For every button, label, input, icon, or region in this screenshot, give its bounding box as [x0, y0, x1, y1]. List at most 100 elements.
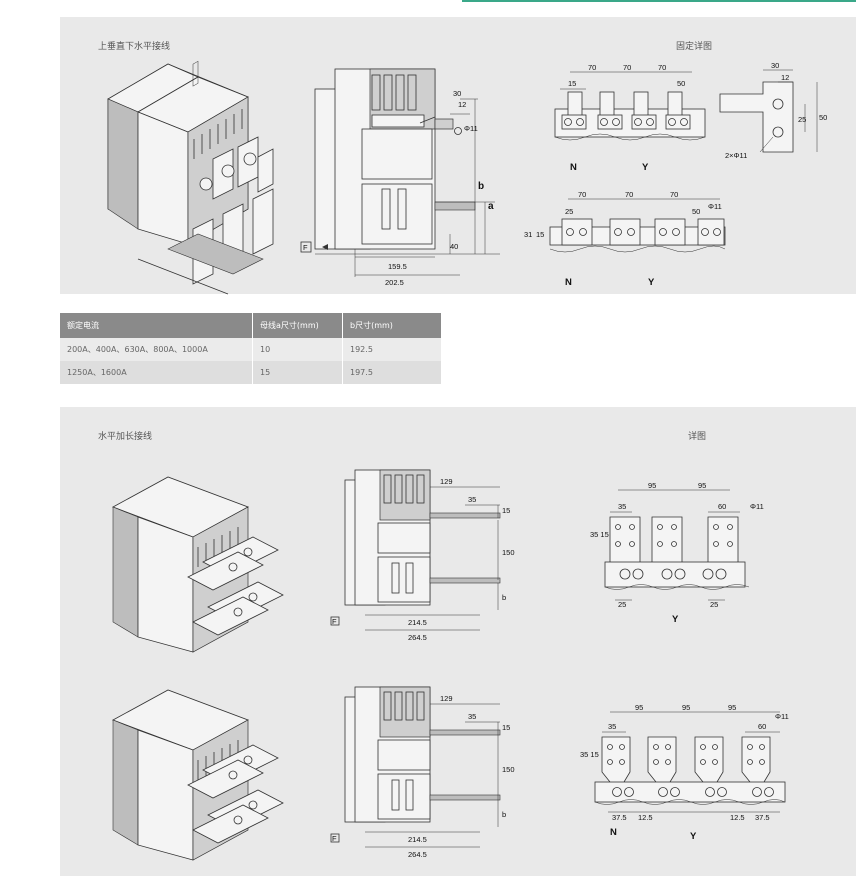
- dim-15: 15: [536, 230, 544, 239]
- breaker-side-view-2: 129 35 15 150 b 214.5 264.5 F: [330, 469, 515, 642]
- dim-95-b: 95: [682, 703, 690, 712]
- dim-30: 30: [453, 89, 461, 98]
- breaker-isometric-view-2: [112, 476, 284, 653]
- table-row: 200A、400A、630A、800A、1000A 10 192.5: [60, 338, 441, 361]
- dim-hole: 2×Φ11: [725, 151, 747, 160]
- front-mark: F: [332, 834, 337, 843]
- panel-vertical-horizontal-wiring: 上垂直下水平接线 固定详图: [60, 17, 856, 295]
- table-header-row: 额定电流 母线a尺寸(mm) b尺寸(mm): [60, 313, 441, 338]
- fixed-detail-top: 15 70 70 70 50 N Y: [554, 63, 706, 173]
- dim-35: 35: [618, 502, 626, 511]
- header-accent-line: [462, 0, 856, 2]
- dim-31: 31: [524, 230, 532, 239]
- table-cell: 200A、400A、630A、800A、1000A: [60, 338, 253, 361]
- dim-95-a: 95: [635, 703, 643, 712]
- panel-horizontal-extended-wiring: 水平加长接线 详图: [60, 407, 856, 876]
- dim-35-15: 35 15: [580, 750, 599, 759]
- dim-phi11: Φ11: [775, 712, 789, 721]
- table-cell: 192.5: [342, 338, 441, 361]
- dim-150: 150: [502, 765, 515, 774]
- table-cell: 1250A、1600A: [60, 361, 253, 384]
- table-cell: 15: [252, 361, 343, 384]
- dim-35: 35: [468, 495, 476, 504]
- dim-15: 15: [502, 506, 510, 515]
- label-y: Y: [642, 162, 649, 173]
- front-mark: F: [332, 617, 337, 626]
- dim-264-5: 264.5: [408, 850, 427, 859]
- dim-b: b: [478, 181, 484, 192]
- dim-35-15: 35 15: [590, 530, 609, 539]
- dim-12-5-b: 12.5: [730, 813, 745, 822]
- dim-95-a: 95: [648, 481, 656, 490]
- dim-25: 25: [798, 115, 806, 124]
- dim-60: 60: [718, 502, 726, 511]
- dim-35: 35: [608, 722, 616, 731]
- dim-70-c: 70: [658, 63, 666, 72]
- dim-25-b: 25: [710, 600, 718, 609]
- label-n: N: [570, 162, 577, 173]
- dim-15: 15: [568, 79, 576, 88]
- dim-37-5-a: 37.5: [612, 813, 627, 822]
- dim-129: 129: [440, 477, 453, 486]
- fixed-detail-side: 30 12 25 50 2×Φ11: [719, 61, 827, 160]
- extended-detail-2: 95 95 95 35 60 Φ11 35 15 37.5 12.5 12.5 …: [580, 703, 789, 842]
- dim-70-a: 70: [578, 190, 586, 199]
- detail-title: 固定详图: [676, 42, 713, 52]
- dim-60: 60: [758, 722, 766, 731]
- table-row: 1250A、1600A 15 197.5: [60, 361, 441, 384]
- dim-214-5: 214.5: [408, 835, 427, 844]
- dim-202-5: 202.5: [385, 278, 404, 287]
- dim-95-b: 95: [698, 481, 706, 490]
- dim-12-5-a: 12.5: [638, 813, 653, 822]
- dim-95-c: 95: [728, 703, 736, 712]
- dim-25: 25: [565, 207, 573, 216]
- dim-129: 129: [440, 694, 453, 703]
- table-cell: 10: [252, 338, 343, 361]
- dim-12: 12: [458, 100, 466, 109]
- dim-12: 12: [781, 73, 789, 82]
- dim-a: a: [488, 201, 494, 212]
- dim-70-c: 70: [670, 190, 678, 199]
- dim-150: 150: [502, 548, 515, 557]
- dim-70-a: 70: [588, 63, 596, 72]
- dim-50: 50: [819, 113, 827, 122]
- dim-15: 15: [502, 723, 510, 732]
- section-title: 上垂直下水平接线: [98, 42, 171, 52]
- fixed-detail-bottom: 70 70 70 25 50 Φ11 31 15 N Y: [524, 190, 726, 288]
- dim-40: 40: [450, 242, 458, 251]
- dim-70-b: 70: [623, 63, 631, 72]
- dim-phi11: Φ11: [464, 124, 478, 133]
- dim-35: 35: [468, 712, 476, 721]
- table-cell: 197.5: [342, 361, 441, 384]
- label-y: Y: [648, 277, 655, 288]
- col-busbar-a: 母线a尺寸(mm): [252, 313, 343, 338]
- breaker-isometric-view-3: [112, 689, 284, 861]
- dim-159-5: 159.5: [388, 262, 407, 271]
- breaker-side-view-1: 30 12 Φ11 b a 40 159.5 202.5 F: [300, 68, 500, 287]
- section-title: 水平加长接线: [98, 432, 153, 442]
- label-n: N: [565, 277, 572, 288]
- dim-50: 50: [692, 207, 700, 216]
- dim-70-b: 70: [625, 190, 633, 199]
- dim-b: b: [502, 810, 506, 819]
- dim-50: 50: [677, 79, 685, 88]
- extended-detail-1: 95 95 35 60 Φ11 35 15 25 25 Y: [590, 481, 764, 625]
- dim-214-5: 214.5: [408, 618, 427, 627]
- dim-phi11: Φ11: [708, 202, 722, 211]
- label-y: Y: [672, 614, 679, 625]
- dim-264-5: 264.5: [408, 633, 427, 642]
- dim-b: b: [502, 593, 506, 602]
- breaker-side-view-3: 129 35 15 150 b 214.5 264.5 F: [330, 686, 515, 859]
- dim-phi11: Φ11: [750, 502, 764, 511]
- detail-title: 详图: [688, 432, 707, 442]
- front-mark: F: [303, 243, 308, 252]
- label-y: Y: [690, 831, 697, 842]
- rated-current-table: 额定电流 母线a尺寸(mm) b尺寸(mm) 200A、400A、630A、80…: [60, 313, 441, 384]
- breaker-isometric-view-1: [107, 60, 274, 295]
- dim-25-a: 25: [618, 600, 626, 609]
- col-dimension-b: b尺寸(mm): [342, 313, 441, 338]
- col-rated-current: 额定电流: [60, 313, 253, 338]
- dim-30: 30: [771, 61, 779, 70]
- label-n: N: [610, 827, 617, 838]
- dim-37-5-b: 37.5: [755, 813, 770, 822]
